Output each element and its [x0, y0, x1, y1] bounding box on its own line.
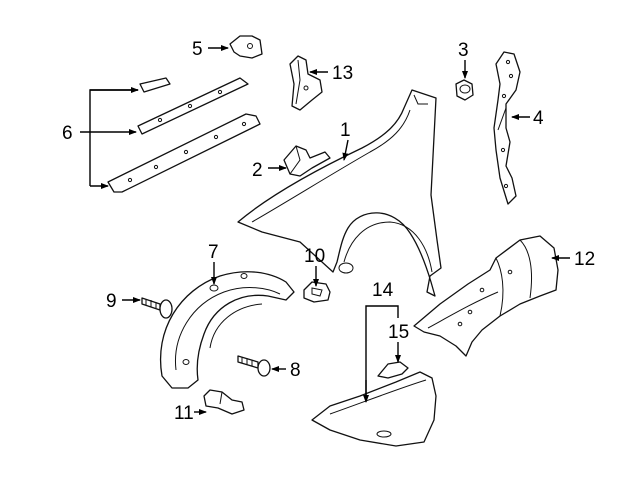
- inner-panel-part: [413, 235, 559, 357]
- fender-part: [237, 89, 442, 297]
- nut-part: [455, 79, 474, 101]
- callout-2: 2: [252, 160, 263, 181]
- callout-3: 3: [458, 40, 469, 61]
- callout-15: 15: [388, 322, 409, 343]
- callouts: 1 2 3 4 5 6 7 8 9 10 11 12 13 14 15: [62, 39, 595, 424]
- clip-10-part: [303, 281, 331, 303]
- seal-strips-part: [107, 77, 261, 193]
- callout-14: 14: [372, 280, 394, 301]
- callout-12: 12: [574, 249, 595, 270]
- clip-15-part: [377, 361, 409, 379]
- lower-cover-part: [311, 371, 437, 447]
- callout-6: 6: [62, 123, 73, 144]
- screw-8-part: [237, 355, 271, 377]
- leader-1: [342, 139, 349, 161]
- bracket-13-part: [289, 55, 323, 111]
- leader-lines: [80, 45, 570, 415]
- screw-9-part: [141, 297, 173, 319]
- callout-7: 7: [208, 242, 219, 263]
- callout-1: 1: [340, 120, 351, 141]
- callout-13: 13: [332, 63, 353, 84]
- clip-part: [229, 35, 263, 59]
- bracket-11-part: [203, 389, 245, 415]
- callout-10: 10: [304, 246, 325, 267]
- leader-14-bracket: [365, 305, 399, 400]
- callout-5: 5: [192, 39, 203, 60]
- bracket-part: [283, 145, 331, 177]
- callout-8: 8: [290, 360, 301, 381]
- callout-4: 4: [533, 108, 544, 129]
- callout-9: 9: [106, 291, 117, 312]
- vertical-bracket-part: [493, 51, 521, 205]
- callout-11: 11: [174, 403, 194, 424]
- wheel-liner-part: [160, 271, 295, 389]
